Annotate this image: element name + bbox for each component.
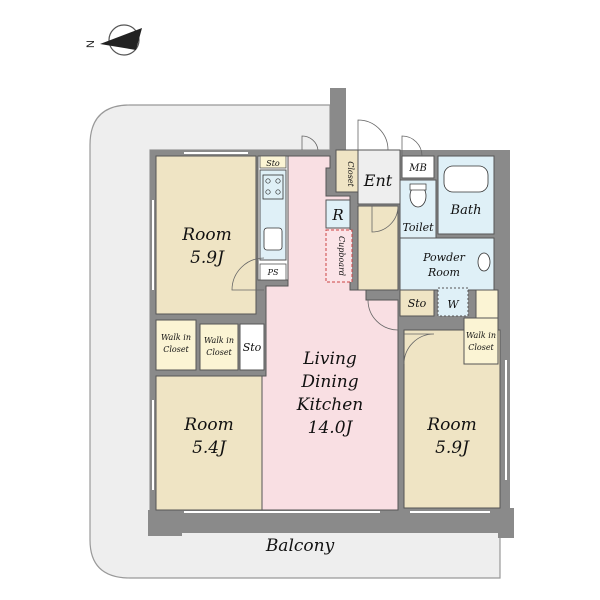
storage-mid <box>239 323 265 371</box>
cupboard-label: Cupboard <box>337 236 346 276</box>
closet-label: Closet <box>346 161 355 187</box>
kitchen-sink <box>263 227 283 251</box>
mb-box <box>401 155 435 179</box>
powder-room-line1: Powder <box>422 251 466 264</box>
ldk-size: 14.0J <box>308 418 354 438</box>
storage-top-label: Sto <box>266 159 280 168</box>
refrigerator-label: R <box>331 206 343 224</box>
door-swing <box>371 205 399 233</box>
walk-in-closet-1-line1: Walk in <box>161 333 191 342</box>
storage-top <box>259 155 287 169</box>
closet-shelf <box>475 289 499 319</box>
entry-pillar <box>330 88 346 160</box>
mb-label: MB <box>408 163 427 174</box>
room-nw-name: Room <box>181 225 231 245</box>
walk-in-closet-3 <box>463 317 499 365</box>
ldk-line2: Dining <box>300 372 358 392</box>
door-swing <box>367 299 399 331</box>
burner-icon <box>265 178 271 184</box>
storage-mid-label: Sto <box>243 341 262 354</box>
stove <box>262 174 284 200</box>
hallway-floor <box>357 205 399 291</box>
walk-in-closet-2 <box>199 323 239 371</box>
burner-icon <box>265 189 271 195</box>
storage-powder <box>399 289 435 317</box>
door-swing <box>301 135 319 151</box>
balcony-label: Balcony <box>265 536 335 556</box>
room-sw-name: Room <box>183 415 233 435</box>
washbasin-icon <box>477 252 491 272</box>
room-e-size: 5.9J <box>435 438 470 458</box>
toilet-label: Toilet <box>402 221 434 234</box>
storage-powder-label: Sto <box>408 297 427 310</box>
refrigerator-space <box>325 199 351 229</box>
compass-north-label: N <box>85 40 97 48</box>
walk-in-closet-3-line2: Closet <box>468 343 494 352</box>
walk-in-closet-2-line2: Closet <box>206 348 232 357</box>
compass-needle-icon <box>100 28 142 50</box>
door-swing <box>401 135 423 157</box>
ldk-line1: Living <box>302 349 357 369</box>
ps-label: PS <box>267 268 279 277</box>
room-sw-floor <box>155 375 263 511</box>
cupboard <box>325 229 353 283</box>
walk-in-closet-3-line1: Walk in <box>466 331 496 340</box>
pipe-space <box>259 263 287 281</box>
washer-label: W <box>447 298 460 311</box>
compass: N <box>85 24 142 56</box>
walk-in-closet-1-line2: Closet <box>163 345 189 354</box>
bath-label: Bath <box>450 203 482 218</box>
washer-space <box>437 287 469 317</box>
room-sw-size: 5.4J <box>192 438 227 458</box>
room-e-name: Room <box>426 415 476 435</box>
entrance-floor <box>357 149 401 205</box>
door-swing <box>231 257 265 291</box>
ldk-floor <box>261 155 399 511</box>
walk-in-closet-2-line1: Walk in <box>204 336 234 345</box>
room-nw-floor <box>155 155 257 315</box>
powder-room-line2: Room <box>427 266 460 279</box>
room-nw-size: 5.9J <box>190 248 225 268</box>
column-right <box>498 508 514 538</box>
toilet-tank-icon <box>409 183 427 191</box>
door-swing <box>403 333 435 365</box>
ldk-line3: Kitchen <box>296 395 363 415</box>
bathtub-icon <box>443 165 489 193</box>
entrance-label: Ent <box>363 171 393 190</box>
column-left <box>148 510 182 536</box>
door-swing <box>357 119 389 151</box>
walk-in-closet-1 <box>155 319 197 371</box>
burner-icon <box>275 189 281 195</box>
burner-icon <box>275 178 281 184</box>
